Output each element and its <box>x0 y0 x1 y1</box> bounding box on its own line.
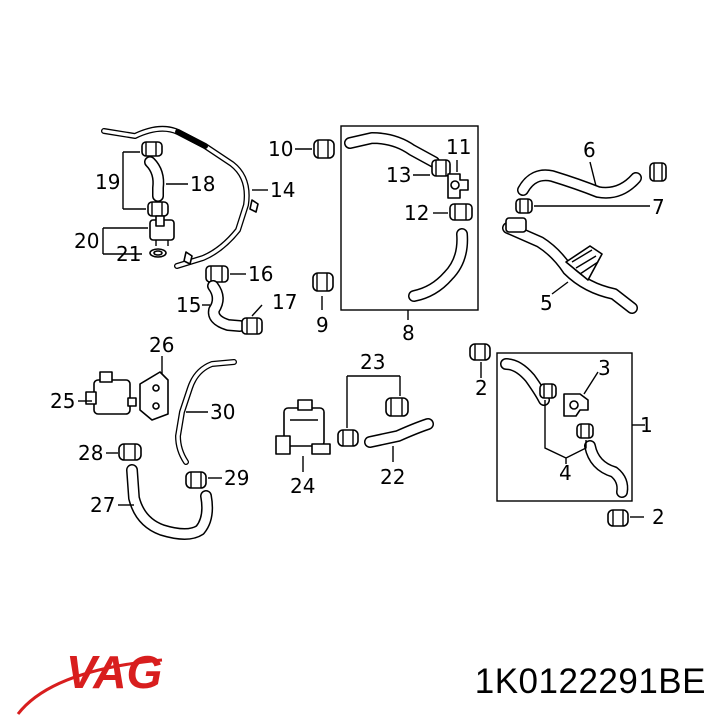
callout-21: 21 <box>116 242 141 266</box>
vag-logo: VAG <box>16 646 163 715</box>
hose-15 <box>207 280 246 332</box>
hose-18 <box>144 156 165 202</box>
clamp-19-top <box>141 141 163 157</box>
pipe-14 <box>101 125 259 269</box>
callout-13: 13 <box>386 163 411 187</box>
clamp-4-upper <box>539 383 557 399</box>
callout-3: 3 <box>598 356 611 380</box>
callout-27: 27 <box>90 493 115 517</box>
callout-14: 14 <box>270 178 295 202</box>
callout-12: 12 <box>404 201 429 225</box>
callout-labels: 19 18 14 20 21 16 15 17 10 9 11 13 12 8 … <box>50 135 665 529</box>
callout-19: 19 <box>95 170 120 194</box>
callout-24: 24 <box>290 474 315 498</box>
callout-6: 6 <box>583 138 596 162</box>
callout-10: 10 <box>268 137 293 161</box>
clamp-9 <box>312 272 334 292</box>
group-box-8 <box>340 125 479 311</box>
callout-5: 5 <box>540 291 553 315</box>
callout-22: 22 <box>380 465 405 489</box>
pipe-5 <box>502 217 638 314</box>
callout-2-top: 2 <box>475 376 488 400</box>
hose-27 <box>126 464 214 540</box>
callout-7: 7 <box>652 195 665 219</box>
clamp-16 <box>205 265 229 283</box>
connector-11 <box>447 173 469 199</box>
clamp-13 <box>431 159 451 177</box>
clamp-23-b <box>337 429 359 447</box>
clamp-2-bottom <box>607 509 629 527</box>
valve-24 <box>275 399 331 455</box>
clamp-17 <box>241 317 263 335</box>
callout-23: 23 <box>360 350 385 374</box>
callout-25: 25 <box>50 389 75 413</box>
clamp-6 <box>649 162 667 182</box>
hose-8-upper <box>344 132 440 168</box>
callout-11: 11 <box>446 135 471 159</box>
callout-20: 20 <box>74 229 99 253</box>
callout-28: 28 <box>78 441 103 465</box>
sensor-20 <box>149 215 175 246</box>
callout-9: 9 <box>316 313 329 337</box>
callout-8: 8 <box>402 321 415 345</box>
callout-15: 15 <box>176 293 201 317</box>
callout-30: 30 <box>210 400 235 424</box>
callout-29: 29 <box>224 466 249 490</box>
clamp-2-top <box>469 343 491 361</box>
bracket-26 <box>139 371 169 421</box>
clamp-28 <box>118 443 142 461</box>
clamp-23-a <box>385 397 409 417</box>
connector-3 <box>563 393 589 417</box>
o-ring-21 <box>149 248 167 258</box>
callout-17: 17 <box>272 290 297 314</box>
hose-1-upper <box>500 358 550 406</box>
clamp-19-bottom <box>147 201 169 217</box>
hose-22 <box>364 418 434 448</box>
leader-lines <box>78 148 650 518</box>
group-box-1 <box>496 352 633 502</box>
hose-6 <box>517 169 642 199</box>
callout-2-bottom: 2 <box>652 505 665 529</box>
logo-swoosh <box>16 658 163 715</box>
clamp-10 <box>313 139 335 159</box>
clamp-29 <box>185 471 207 489</box>
pump-25 <box>85 371 137 415</box>
clamp-7 <box>515 198 533 214</box>
part-number: 1K0122291BE <box>474 662 706 701</box>
pipe-30 <box>175 359 237 465</box>
callout-1: 1 <box>640 413 653 437</box>
logo-text: VAG <box>66 646 162 698</box>
callout-4: 4 <box>559 461 572 485</box>
callout-26: 26 <box>149 333 174 357</box>
callout-16: 16 <box>248 262 273 286</box>
clamp-4-lower <box>576 423 594 439</box>
hose-1-lower <box>584 440 629 498</box>
hose-8-lower <box>408 228 469 302</box>
callout-18: 18 <box>190 172 215 196</box>
clamp-12 <box>449 203 473 221</box>
